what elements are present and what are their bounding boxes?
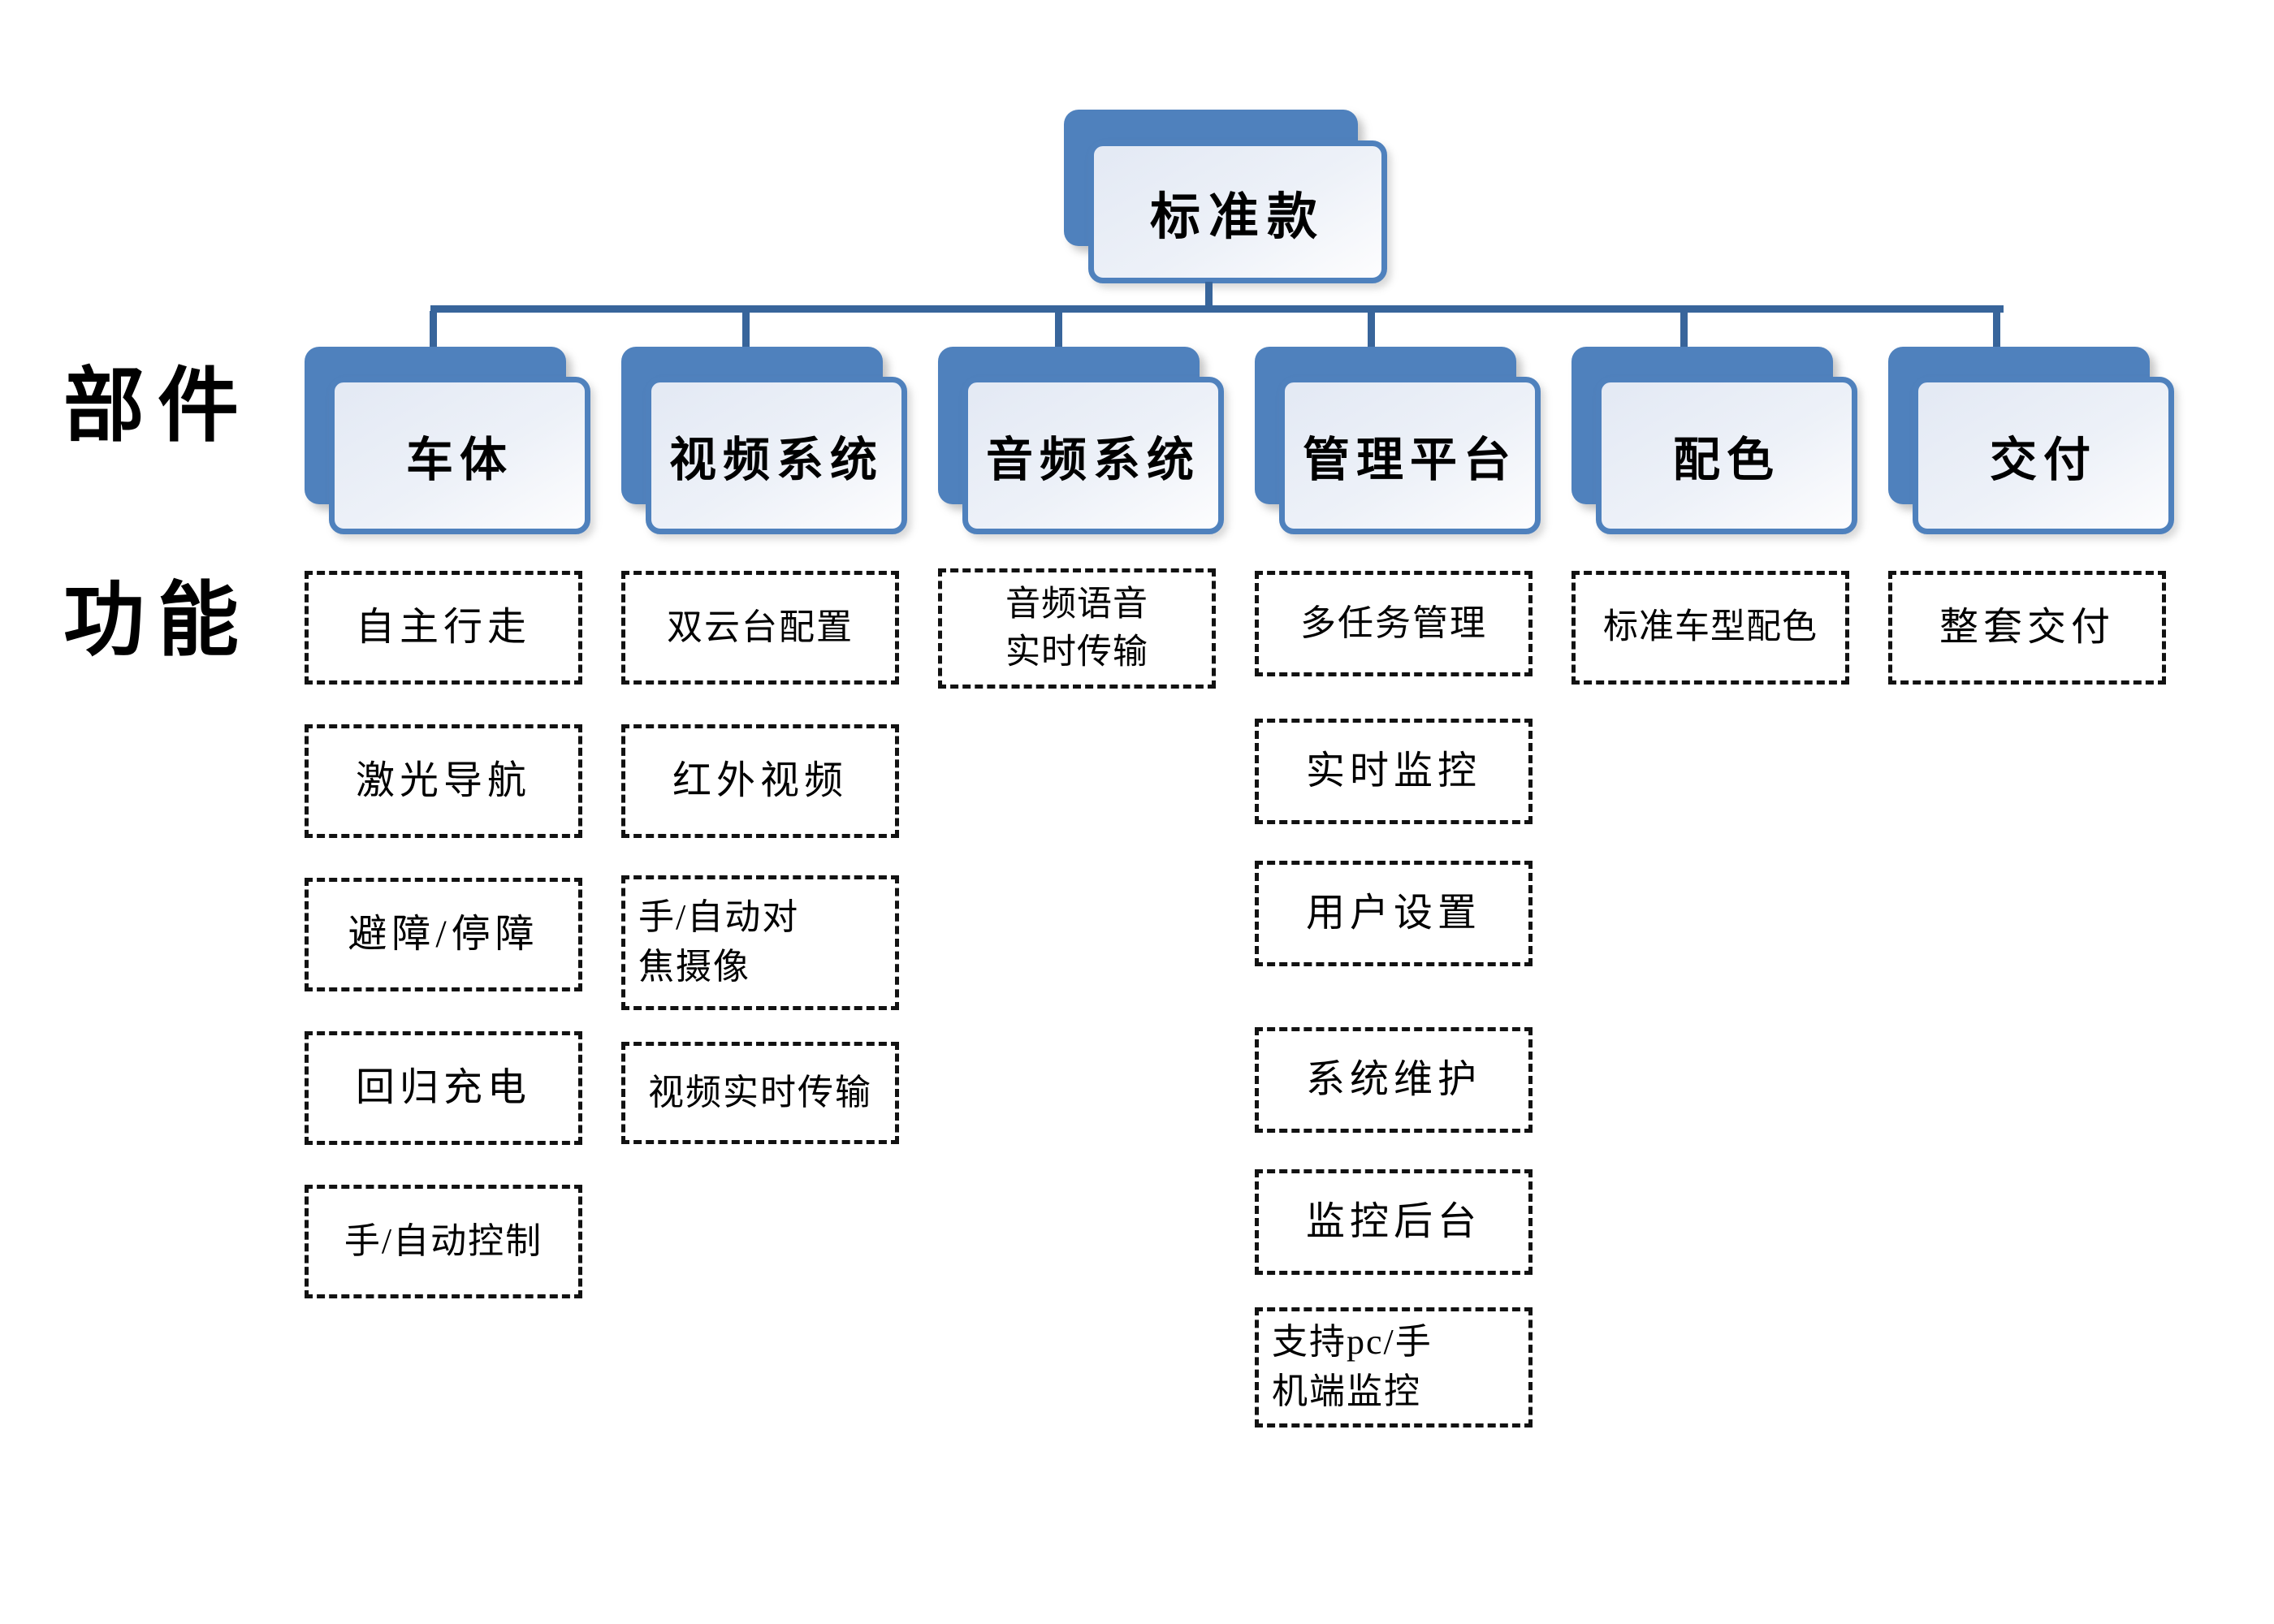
root-node-label: 标准款 [1149,190,1325,245]
function-box: 音频语音 实时传输 [938,568,1216,689]
function-box: 多任务管理 [1255,571,1533,676]
category-label: 车体 [405,434,513,486]
category-label: 配色 [1672,434,1780,486]
row-label-functions: 功能 [63,576,252,666]
row-label-components: 部件 [63,361,252,451]
connector-stub-5 [1680,311,1688,347]
category-label: 管理平台 [1302,434,1517,486]
connector-stub-3 [1055,311,1062,347]
category-node-交付: 交付 [1913,377,2174,534]
function-box: 红外视频 [621,724,899,838]
connector-trunk [1205,282,1213,309]
function-box: 系统维护 [1255,1027,1533,1133]
function-box: 用户设置 [1255,861,1533,966]
root-node-box: 标准款 [1088,140,1387,283]
category-node-配色: 配色 [1596,377,1857,534]
function-box: 整套交付 [1888,571,2166,685]
connector-horizontal [430,305,2004,313]
category-node-管理平台: 管理平台 [1279,377,1541,534]
connector-stub-1 [430,311,437,347]
category-label: 交付 [1989,434,2097,486]
connector-stub-4 [1368,311,1375,347]
function-box: 双云台配置 [621,571,899,685]
connector-stub-2 [742,311,750,347]
function-box: 监控后台 [1255,1169,1533,1275]
category-label: 视频系统 [668,434,884,486]
function-box: 回归充电 [305,1031,582,1145]
function-box: 手/自动对 焦摄像 [621,875,899,1010]
function-box: 避障/停障 [305,878,582,991]
function-box: 自主行走 [305,571,582,685]
function-box: 手/自动控制 [305,1185,582,1298]
function-box: 激光导航 [305,724,582,838]
category-node-车体: 车体 [329,377,590,534]
category-node-视频系统: 视频系统 [646,377,907,534]
function-box: 视频实时传输 [621,1042,899,1144]
function-box: 标准车型配色 [1571,571,1849,685]
function-box: 支持pc/手 机端监控 [1255,1307,1533,1427]
connector-stub-6 [1993,311,2000,347]
category-label: 音频系统 [985,434,1200,486]
function-box: 实时监控 [1255,719,1533,824]
category-node-音频系统: 音频系统 [962,377,1224,534]
